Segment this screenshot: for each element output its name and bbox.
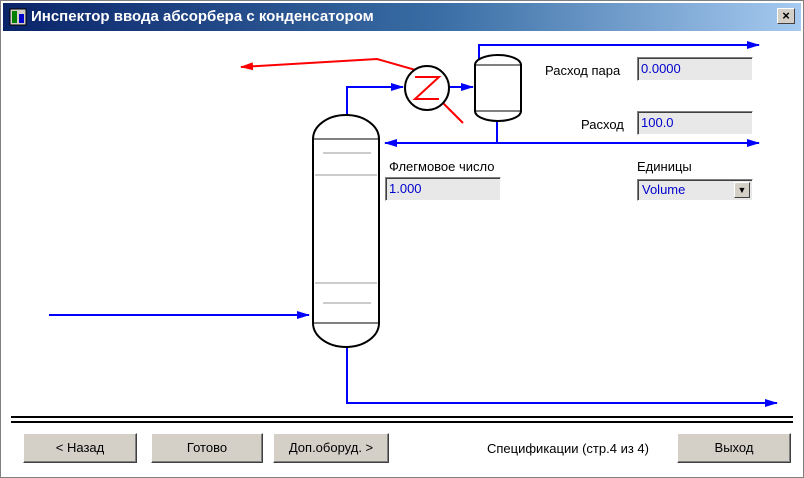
reflux-ratio-label: Флегмовое число <box>389 159 495 174</box>
done-button[interactable]: Готово <box>151 433 263 463</box>
units-label: Единицы <box>637 159 692 174</box>
extra-equipment-button[interactable]: Доп.оборуд. > <box>273 433 389 463</box>
app-icon <box>9 8 27 26</box>
close-button[interactable]: × <box>777 8 795 24</box>
exit-button[interactable]: Выход <box>677 433 791 463</box>
chevron-down-icon[interactable]: ▼ <box>734 182 750 198</box>
title-bar: Инспектор ввода абсорбера с конденсаторо… <box>3 3 801 31</box>
back-button[interactable]: < Назад <box>23 433 137 463</box>
rate-input[interactable]: 100.0 <box>637 111 753 135</box>
page-status: Спецификации (стр.4 из 4) <box>487 441 649 456</box>
separator-line <box>11 421 793 423</box>
window-title: Инспектор ввода абсорбера с конденсаторо… <box>31 8 374 25</box>
vapor-rate-input[interactable]: 0.0000 <box>637 57 753 81</box>
separator-line <box>11 416 793 418</box>
units-select[interactable]: Volume ▼ <box>637 179 753 201</box>
units-selected-value: Volume <box>642 182 686 197</box>
process-diagram <box>49 41 778 407</box>
coolant-out-stream <box>240 57 420 72</box>
reflux-ratio-input[interactable]: 1.000 <box>385 177 501 201</box>
vapor-rate-label: Расход пара <box>545 63 621 78</box>
bottoms-stream <box>346 347 778 407</box>
overhead-vapor-stream <box>346 83 404 117</box>
reflux-drum <box>474 54 522 122</box>
column-vessel <box>312 114 380 348</box>
rate-label: Расход <box>581 117 624 132</box>
condenser-icon <box>404 65 450 111</box>
